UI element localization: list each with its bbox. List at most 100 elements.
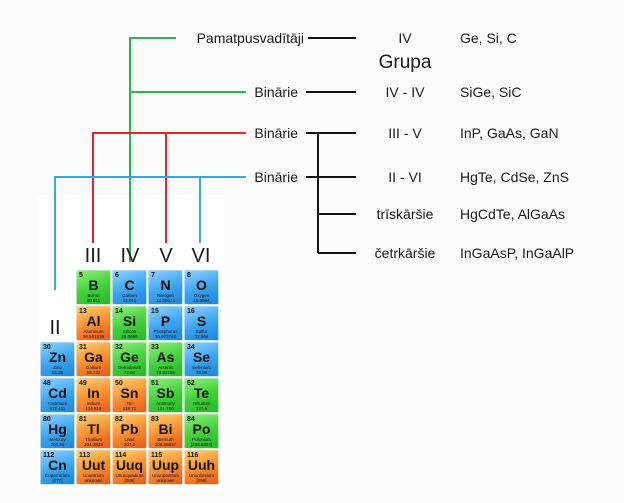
element-symbol: C [124, 277, 135, 293]
element-symbol: Uut [81, 457, 106, 473]
group-label-vi: VI [191, 245, 211, 267]
element-number: 50 [115, 380, 123, 387]
element-mass: 78.96 [195, 370, 208, 375]
group-iii-v: III - V [388, 125, 422, 141]
element-name: Tin [126, 401, 133, 406]
element-number: 114 [115, 452, 127, 459]
element-symbol: Al [86, 313, 101, 329]
element-mass: 74.92159 [156, 370, 175, 375]
red-connector [92, 132, 246, 243]
group-label-iv: IV [120, 245, 140, 267]
element-name: Ununtrium [83, 473, 104, 478]
element-number: 83 [151, 416, 159, 423]
element-number: 112 [43, 452, 55, 459]
element-mass: 72.64 [123, 370, 136, 375]
element-name: Nitrogen [156, 293, 174, 298]
element-number: 81 [79, 416, 87, 423]
element-symbol: Te [193, 385, 210, 401]
element-mass: unknown [156, 478, 175, 483]
element-number: 116 [187, 452, 199, 459]
element-name: Bismuth [157, 437, 174, 442]
blue-connector [54, 176, 246, 290]
element-name: Aluminum [83, 329, 104, 334]
group-label-ii: II [49, 317, 61, 339]
element-mass: [277] [52, 478, 63, 483]
element-number: 16 [187, 308, 195, 315]
element-symbol: Cd [48, 385, 67, 401]
group-triskarsie: trīskāršie [376, 206, 434, 222]
element-mass: 69.732 [86, 370, 101, 375]
element-mass: 10.811 [86, 298, 101, 303]
element-number: 52 [187, 380, 195, 387]
element-number: 31 [79, 344, 87, 351]
element-mass: 112.411 [49, 406, 66, 411]
element-name: Selenium [192, 365, 211, 370]
element-number: 84 [187, 416, 195, 423]
element-symbol: S [196, 313, 207, 329]
element-number: 34 [187, 344, 195, 351]
element-number: 115 [151, 452, 163, 459]
element-symbol: O [196, 277, 207, 293]
element-mass: 14.00674 [156, 298, 175, 303]
examples-row-1: Ge, Si, C [460, 30, 517, 46]
group-iv: IV [398, 30, 412, 46]
element-symbol: Ga [84, 349, 103, 365]
element-symbol: Po [192, 421, 211, 437]
element-symbol: Sn [120, 385, 139, 401]
element-mass: 114.818 [85, 406, 102, 411]
group-cetrkarsie: četrkāršie [374, 245, 436, 261]
element-symbol: Tl [87, 421, 100, 437]
element-mass: 204.3833 [84, 442, 103, 447]
element-symbol: Ge [120, 349, 139, 365]
element-number: 33 [151, 344, 159, 351]
element-symbol: Zn [48, 349, 67, 365]
element-name: Carbon [122, 293, 137, 298]
element-name: Gallium [85, 365, 102, 370]
element-mass: 208.98037 [154, 442, 177, 447]
element-number: 30 [43, 344, 51, 351]
group-label-v: V [159, 245, 173, 267]
element-symbol: Hg [48, 421, 67, 437]
element-number: 8 [187, 272, 191, 279]
element-mass: 28.0855 [121, 334, 138, 339]
element-name: Indium [86, 401, 101, 406]
group-label-iii: III [84, 245, 102, 267]
element-mass: 207.2 [123, 442, 136, 447]
element-number: 13 [79, 308, 87, 315]
element-number: 7 [151, 272, 155, 279]
element-mass: 200.59 [50, 442, 65, 447]
element-symbol: P [160, 313, 171, 329]
element-name: Mercury [49, 437, 66, 442]
element-number: 49 [79, 380, 87, 387]
element-mass: [208.9824] [190, 442, 213, 447]
element-number: 80 [43, 416, 51, 423]
element-name: Arsenic [157, 365, 173, 370]
element-name: Ununhexium [188, 473, 215, 478]
element-number: 51 [151, 380, 159, 387]
element-name: Sulfur [195, 329, 208, 334]
element-name: Silicon [122, 329, 137, 334]
group-ii-vi: II - VI [388, 169, 422, 185]
element-symbol: Uup [151, 457, 180, 473]
element-symbol: N [160, 277, 171, 293]
examples-row-4: HgTe, CdSe, ZnS [460, 169, 569, 185]
element-mass: [298] [196, 478, 207, 483]
label-binarie-2: Binārie [254, 125, 298, 141]
element-symbol: In [87, 385, 100, 401]
label-pamatpusvaditaji: Pamatpusvadītāji [196, 30, 304, 46]
element-symbol: B [88, 277, 99, 293]
black-connectors [306, 37, 356, 254]
element-name: Lead [124, 437, 135, 442]
